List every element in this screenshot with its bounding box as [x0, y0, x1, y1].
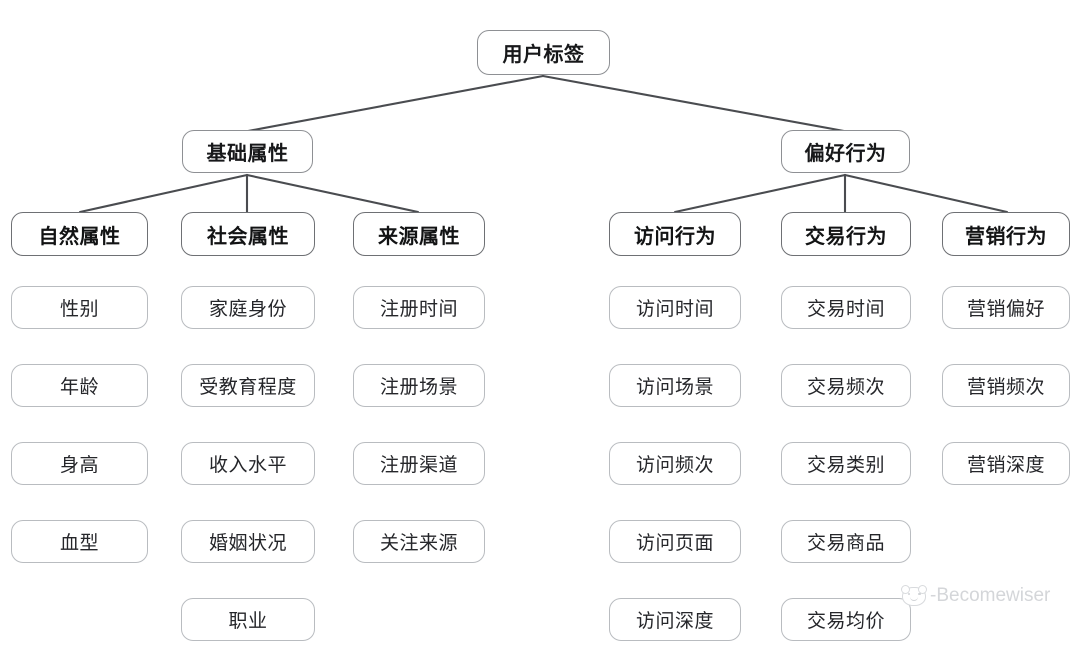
node-label: 交易均价	[806, 611, 885, 632]
node-leaf-visit-time[interactable]: 访问时间	[609, 286, 741, 329]
node-leaf-marketing-preference[interactable]: 营销偏好	[942, 286, 1070, 329]
watermark: -Becomewiser	[901, 584, 1051, 607]
node-label: 自然属性	[38, 225, 121, 248]
node-label: 受教育程度	[199, 377, 297, 398]
node-label: 注册时间	[379, 299, 458, 320]
node-label: 交易时间	[806, 299, 885, 320]
node-leaf-marketing-depth[interactable]: 营销深度	[942, 442, 1070, 485]
node-label: 社会属性	[207, 225, 289, 248]
node-label: 营销行为	[965, 225, 1047, 248]
node-leaf-register-channel[interactable]: 注册渠道	[353, 442, 485, 485]
node-leaf-transaction-product[interactable]: 交易商品	[781, 520, 911, 563]
node-label: 基础属性	[206, 143, 289, 165]
node-leaf-visit-page[interactable]: 访问页面	[609, 520, 741, 563]
node-label: 关注来源	[379, 533, 458, 554]
node-label: 交易类别	[806, 455, 885, 476]
node-leaf-age[interactable]: 年龄	[11, 364, 148, 407]
node-label: 偏好行为	[804, 143, 887, 165]
smiley-ear-right-icon	[918, 584, 927, 594]
node-label: 交易商品	[806, 533, 885, 554]
watermark-text: -Becomewiser	[930, 585, 1051, 606]
node-label: 营销偏好	[966, 299, 1045, 320]
node-leaf-height[interactable]: 身高	[11, 442, 148, 485]
smiley-ear-left-icon	[901, 584, 910, 594]
node-leaf-family-identity[interactable]: 家庭身份	[181, 286, 315, 329]
node-branch-preference-behavior[interactable]: 偏好行为	[781, 130, 910, 173]
node-leaf-visit-depth[interactable]: 访问深度	[609, 598, 741, 641]
node-leaf-marital-status[interactable]: 婚姻状况	[181, 520, 315, 563]
node-label: 年龄	[59, 377, 99, 398]
node-label: 交易行为	[805, 225, 887, 248]
node-leaf-follow-source[interactable]: 关注来源	[353, 520, 485, 563]
node-root-user-tag[interactable]: 用户标签	[477, 30, 610, 75]
node-label: 身高	[59, 455, 99, 476]
node-leaf-register-scene[interactable]: 注册场景	[353, 364, 485, 407]
node-label: 注册场景	[379, 377, 458, 398]
node-label: 访问时间	[635, 299, 714, 320]
node-label: 家庭身份	[208, 299, 287, 320]
node-leaf-transaction-average-price[interactable]: 交易均价	[781, 598, 911, 641]
node-leaf-transaction-frequency[interactable]: 交易频次	[781, 364, 911, 407]
node-leaf-visit-frequency[interactable]: 访问频次	[609, 442, 741, 485]
node-branch-basic-attributes[interactable]: 基础属性	[182, 130, 313, 173]
node-category-visit[interactable]: 访问行为	[609, 212, 741, 256]
node-label: 访问页面	[635, 533, 714, 554]
node-label: 访问频次	[635, 455, 714, 476]
node-leaf-occupation[interactable]: 职业	[181, 598, 315, 641]
node-label: 营销深度	[966, 455, 1045, 476]
smiley-mouth-icon	[910, 597, 918, 601]
node-label: 婚姻状况	[208, 533, 287, 554]
node-leaf-income-level[interactable]: 收入水平	[181, 442, 315, 485]
node-leaf-visit-scene[interactable]: 访问场景	[609, 364, 741, 407]
node-label: 访问深度	[635, 611, 714, 632]
node-category-natural[interactable]: 自然属性	[11, 212, 148, 256]
node-label: 来源属性	[378, 225, 460, 248]
node-category-social[interactable]: 社会属性	[181, 212, 315, 256]
node-leaf-transaction-time[interactable]: 交易时间	[781, 286, 911, 329]
node-label: 血型	[59, 533, 99, 554]
node-leaf-transaction-category[interactable]: 交易类别	[781, 442, 911, 485]
node-leaf-education-level[interactable]: 受教育程度	[181, 364, 315, 407]
node-label: 收入水平	[208, 455, 287, 476]
node-leaf-marketing-frequency[interactable]: 营销频次	[942, 364, 1070, 407]
node-label: 用户标签	[502, 44, 585, 66]
node-label: 注册渠道	[379, 455, 458, 476]
node-label: 访问行为	[634, 225, 716, 248]
node-label: 性别	[59, 299, 99, 320]
node-leaf-gender[interactable]: 性别	[11, 286, 148, 329]
node-label: 交易频次	[806, 377, 885, 398]
node-leaf-blood-type[interactable]: 血型	[11, 520, 148, 563]
node-label: 职业	[228, 611, 268, 632]
node-category-marketing[interactable]: 营销行为	[942, 212, 1070, 256]
node-label: 访问场景	[635, 377, 714, 398]
node-label: 营销频次	[966, 377, 1045, 398]
smiley-face-icon	[901, 584, 927, 606]
node-category-transaction[interactable]: 交易行为	[781, 212, 911, 256]
node-leaf-register-time[interactable]: 注册时间	[353, 286, 485, 329]
node-category-source[interactable]: 来源属性	[353, 212, 485, 256]
